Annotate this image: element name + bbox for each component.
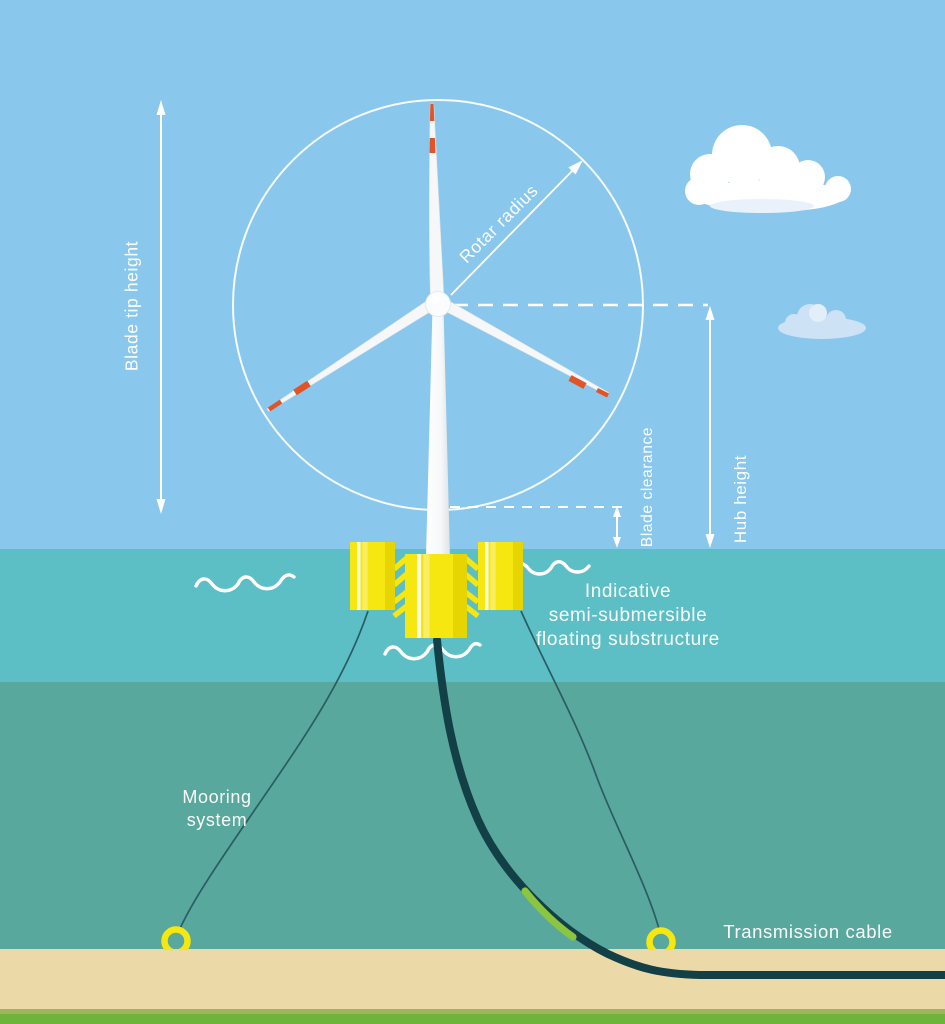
turbine-blade-top xyxy=(429,103,445,300)
mooring-system-label: Mooring system xyxy=(182,787,252,830)
wave-below-icon xyxy=(383,641,482,661)
anchor-rings xyxy=(161,926,676,950)
anchor-ring-right xyxy=(646,927,676,950)
cloud-large-icon xyxy=(685,125,851,213)
blade-clearance-label: Blade clearance xyxy=(639,426,656,548)
shoreline-strip xyxy=(0,1009,945,1014)
cloud-small-icon xyxy=(778,304,866,339)
mooring-line-right xyxy=(520,610,660,930)
sea-surface-band xyxy=(0,549,945,682)
substructure-label: Indicative semi-submersible floating sub… xyxy=(536,581,720,650)
transmission-cable-line xyxy=(433,636,945,979)
platform-column-right xyxy=(478,542,523,610)
transmission-cable-label: Transmission cable xyxy=(723,921,893,942)
wave-left-icon xyxy=(194,573,296,593)
turbine-hub xyxy=(425,291,451,317)
rotor-radius-arrow xyxy=(450,160,583,296)
turbine-blade-right xyxy=(443,300,610,396)
anchor-ring-left xyxy=(161,926,191,950)
platform-column-left xyxy=(350,542,395,610)
turbine-blade-left xyxy=(266,300,433,412)
blade-tip-height-label: Blade tip height xyxy=(121,240,142,372)
grass-band xyxy=(0,1014,945,1024)
blade-clearance-arrow xyxy=(613,506,621,548)
blade-tip-markings xyxy=(267,104,610,412)
mooring-lines xyxy=(178,610,660,932)
sky-band xyxy=(0,0,945,549)
blade-tip-height-arrow xyxy=(156,100,166,514)
platform-column-center xyxy=(405,554,467,638)
cable-green-highlight xyxy=(521,887,577,941)
turbine-tower xyxy=(426,308,450,557)
hub-height-arrow xyxy=(705,306,715,548)
floating-platform xyxy=(350,542,523,638)
wave-right-icon xyxy=(511,560,591,576)
mooring-line-left xyxy=(178,610,369,932)
hub-height-label: Hub height xyxy=(731,454,750,544)
